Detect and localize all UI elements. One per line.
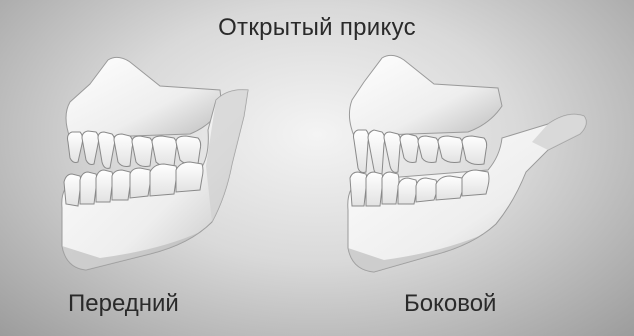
maxilla bbox=[349, 55, 502, 136]
lower-molar-2 bbox=[462, 170, 489, 196]
jaw-illustration-lateral bbox=[318, 46, 608, 286]
jaw-illustration-anterior bbox=[40, 46, 330, 286]
lower-premolar-2 bbox=[416, 178, 437, 202]
lower-incisor-2 bbox=[80, 172, 97, 204]
panel-anterior-open-bite bbox=[40, 46, 330, 286]
diagram-title: Открытый прикус bbox=[0, 14, 634, 42]
upper-teeth bbox=[68, 131, 201, 168]
lower-premolar-2 bbox=[130, 168, 151, 198]
upper-incisor-2 bbox=[82, 131, 99, 165]
lower-canine bbox=[382, 172, 399, 204]
caption-lateral: Боковой bbox=[404, 290, 496, 318]
upper-incisor-1 bbox=[354, 130, 369, 173]
upper-incisor-1 bbox=[68, 132, 83, 163]
lower-incisor-1 bbox=[350, 172, 367, 206]
lower-molar-2 bbox=[176, 162, 203, 192]
upper-premolar-2 bbox=[418, 136, 439, 163]
lower-molar-1 bbox=[436, 176, 463, 200]
upper-canine bbox=[98, 132, 115, 168]
upper-premolar-1 bbox=[114, 134, 133, 167]
upper-molar-2 bbox=[176, 136, 201, 165]
lower-incisor-1 bbox=[64, 174, 81, 206]
upper-teeth bbox=[354, 130, 487, 175]
lower-incisor-2 bbox=[366, 172, 383, 206]
upper-premolar-2 bbox=[132, 136, 153, 167]
lower-canine bbox=[96, 170, 113, 202]
maxilla bbox=[66, 57, 222, 138]
upper-canine bbox=[384, 132, 401, 172]
panel-lateral-open-bite bbox=[318, 46, 608, 286]
upper-molar-1 bbox=[438, 136, 463, 163]
upper-premolar-1 bbox=[400, 134, 419, 163]
lower-premolar-1 bbox=[398, 178, 417, 204]
upper-molar-1 bbox=[152, 136, 177, 167]
lower-premolar-1 bbox=[112, 170, 131, 200]
upper-molar-2 bbox=[462, 136, 487, 165]
caption-anterior: Передний bbox=[68, 290, 179, 318]
upper-incisor-2 bbox=[368, 130, 385, 175]
lower-molar-1 bbox=[150, 164, 177, 196]
